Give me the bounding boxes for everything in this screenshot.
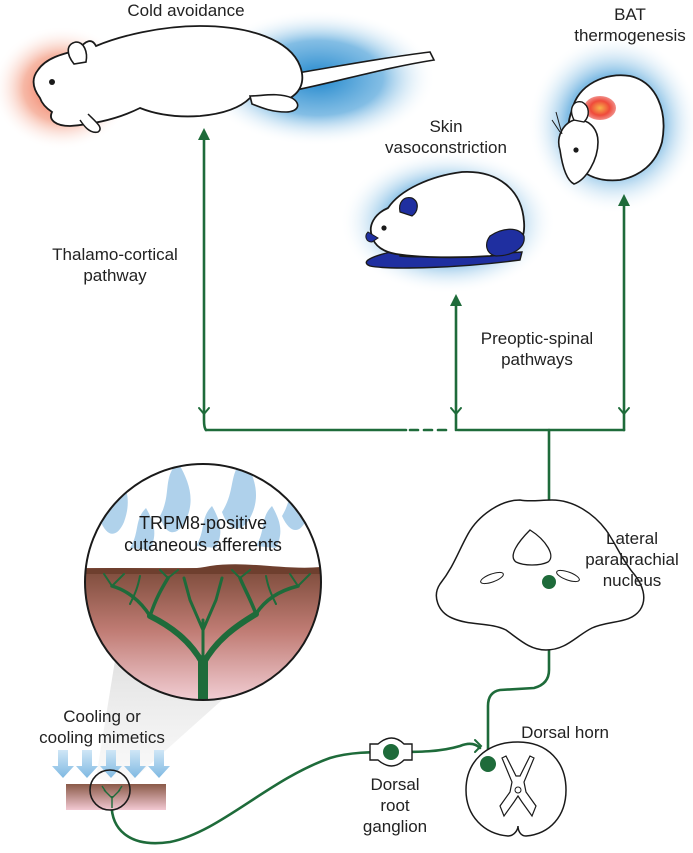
label-preoptic-spinal: Preoptic-spinal pathways [480, 329, 594, 369]
thalamo-cortical-line [202, 132, 208, 432]
rat-tail [291, 51, 436, 91]
brainstem-tract-left [480, 571, 504, 585]
bat-fat-pad [584, 96, 616, 120]
terminal-preoptic-skin [450, 407, 462, 416]
terminal-preoptic-bat [618, 407, 630, 416]
skin-patch [52, 750, 170, 811]
bat-rat-group [528, 34, 693, 214]
arrowhead-cold-avoidance [198, 128, 210, 140]
grey-matter [499, 755, 537, 818]
skin-patch-block [66, 784, 166, 810]
arrowhead-skin [450, 294, 462, 306]
lpb-to-dorsal-horn [486, 596, 551, 762]
label-dorsal-root-ganglion: Dorsal root ganglion [362, 775, 428, 836]
label-trpm8-afferents: TRPM8-positive cutaneous afferents [124, 513, 282, 555]
cold-avoidance-rat-group [0, 10, 436, 150]
inset-cone [96, 642, 222, 786]
central-canal [514, 786, 522, 794]
label-dorsal-horn: Dorsal horn [521, 723, 609, 742]
rat-front-leg [79, 113, 101, 134]
spinal-cord-section [465, 741, 567, 837]
label-cooling-mimetics: Cooling or cooling mimetics [39, 707, 165, 747]
label-thalamo-cortical: Thalamo-cortical pathway [52, 245, 178, 285]
bat-rat-ear [570, 101, 589, 123]
rat-eye [49, 79, 55, 85]
fourth-ventricle [512, 529, 552, 566]
rat-hind-leg [248, 93, 299, 113]
terminal-dorsal-horn [474, 739, 483, 753]
inset-afferent-tree [103, 569, 311, 700]
dorsal-horn-neuron [480, 756, 496, 772]
pathway-lines [110, 132, 626, 845]
label-lateral-parabrachial: Lateral parabrachial nucleus [585, 529, 679, 590]
drg-neuron [383, 744, 399, 760]
vaso-rat-eye [381, 225, 387, 231]
terminal-thalamo [198, 407, 210, 416]
vaso-rat-body [369, 171, 525, 259]
bat-rat-whiskers [551, 111, 563, 135]
vaso-rat-foot [486, 228, 525, 257]
bat-rat-head [558, 118, 599, 185]
drg-group [369, 737, 413, 767]
brainstem-outline [435, 499, 645, 651]
rat-ear [67, 41, 88, 65]
label-bat-thermogenesis: BAT thermogenesis [574, 5, 686, 45]
arrowheads [198, 128, 630, 306]
inset-circle-border [84, 463, 322, 701]
skin-patch-circle [89, 769, 131, 811]
bat-rat-eye [573, 147, 579, 153]
label-cold-avoidance: Cold avoidance [127, 1, 245, 20]
brainstem-tract-right [556, 569, 580, 583]
lpb-neuron [542, 575, 556, 589]
afferent-fiber [110, 742, 482, 845]
vasoconstriction-rat-group [340, 150, 556, 294]
vaso-rat-ear [399, 197, 418, 217]
vaso-rat-nose [365, 231, 379, 243]
inset-skin-surface [85, 564, 321, 574]
arrowhead-bat [618, 194, 630, 206]
brainstem-section [435, 499, 645, 651]
label-skin-vasoconstriction: Skin vasoconstriction [385, 117, 507, 157]
